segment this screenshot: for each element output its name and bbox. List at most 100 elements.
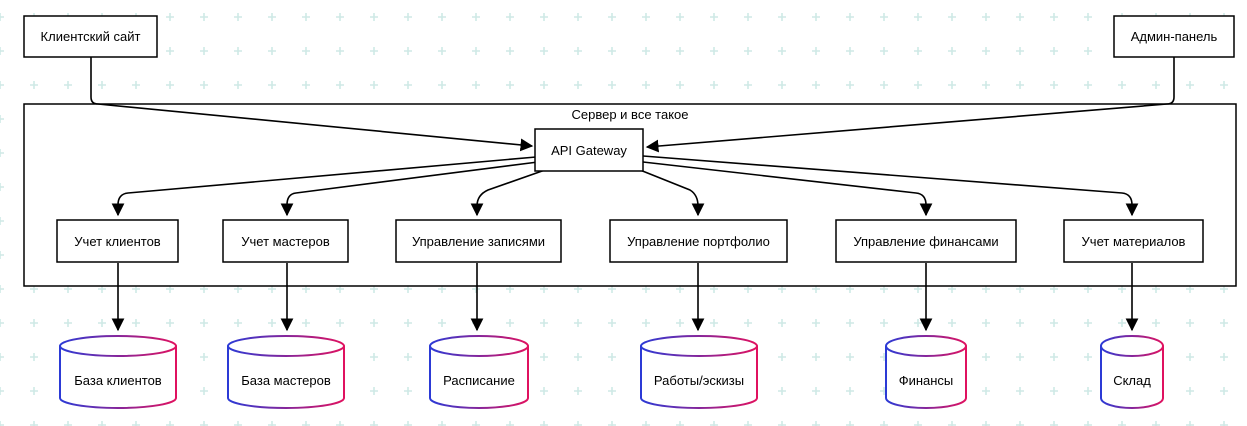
service-label-4: Управление портфолио (627, 234, 770, 249)
grid-plus-mark (438, 13, 446, 21)
grid-plus-mark (336, 47, 344, 55)
grid-plus-mark (1084, 319, 1092, 327)
grid-plus-mark (642, 421, 650, 426)
grid-plus-mark (404, 81, 412, 89)
grid-plus-mark (1084, 81, 1092, 89)
grid-plus-mark (608, 421, 616, 426)
grid-plus-mark (812, 47, 820, 55)
database-label-6: Склад (1113, 373, 1151, 388)
grid-plus-mark (370, 13, 378, 21)
grid-plus-mark (642, 319, 650, 327)
grid-plus-mark (1050, 319, 1058, 327)
grid-plus-mark (880, 13, 888, 21)
grid-plus-mark (540, 47, 548, 55)
grid-plus-mark (1016, 47, 1024, 55)
grid-plus-mark (914, 13, 922, 21)
service-box-5 (835, 219, 1017, 263)
database-label-2: База мастеров (241, 373, 331, 388)
grid-plus-mark (1220, 319, 1228, 327)
grid-plus-mark (1016, 353, 1024, 361)
grid-plus-mark (370, 421, 378, 426)
grid-plus-mark (200, 319, 208, 327)
grid-plus-mark (302, 319, 310, 327)
grid-plus-mark (302, 47, 310, 55)
grid-plus-mark (948, 13, 956, 21)
grid-plus-mark (608, 387, 616, 395)
grid-plus-mark (574, 81, 582, 89)
grid-plus-mark (744, 13, 752, 21)
grid-plus-mark (778, 13, 786, 21)
grid-plus-mark (1016, 13, 1024, 21)
grid-plus-mark (846, 81, 854, 89)
grid-plus-mark (540, 13, 548, 21)
grid-plus-mark (336, 81, 344, 89)
grid-plus-mark (132, 81, 140, 89)
edge-gateway-to-svc-3 (470, 169, 546, 217)
grid-plus-mark (676, 81, 684, 89)
database-label-1: База клиентов (74, 373, 162, 388)
grid-plus-mark (540, 421, 548, 426)
grid-plus-mark (608, 47, 616, 55)
admin-panel-box (1113, 15, 1235, 58)
grid-plus-mark (472, 421, 480, 426)
grid-plus-mark (404, 13, 412, 21)
grid-plus-mark (948, 47, 956, 55)
grid-plus-mark (370, 353, 378, 361)
grid-plus-mark (812, 421, 820, 426)
grid-plus-mark (778, 47, 786, 55)
grid-plus-mark (1186, 353, 1194, 361)
grid-plus-mark (1186, 387, 1194, 395)
grid-plus-mark (1220, 81, 1228, 89)
grid-plus-mark (710, 47, 718, 55)
grid-plus-mark (812, 13, 820, 21)
grid-plus-mark (506, 319, 514, 327)
grid-plus-mark (1152, 421, 1160, 426)
api-gateway-box (534, 128, 644, 172)
grid-plus-mark (404, 421, 412, 426)
grid-plus-mark (540, 387, 548, 395)
grid-plus-mark (744, 421, 752, 426)
grid-plus-mark (132, 319, 140, 327)
grid-plus-mark (472, 47, 480, 55)
grid-plus-mark (608, 353, 616, 361)
database-cylinder-1 (59, 335, 177, 409)
grid-plus-mark (914, 81, 922, 89)
edge-gateway-to-svc-1 (111, 156, 537, 217)
grid-plus-mark (982, 319, 990, 327)
grid-plus-mark (982, 47, 990, 55)
grid-plus-mark (268, 421, 276, 426)
grid-plus-mark (1050, 421, 1058, 426)
grid-plus-mark (268, 81, 276, 89)
grid-plus-mark (30, 81, 38, 89)
grid-plus-mark (404, 47, 412, 55)
grid-plus-mark (0, 217, 4, 225)
grid-plus-mark (1186, 81, 1194, 89)
grid-plus-mark (472, 81, 480, 89)
grid-plus-mark (64, 421, 72, 426)
service-box-6 (1063, 219, 1204, 263)
grid-plus-mark (982, 421, 990, 426)
grid-plus-mark (302, 13, 310, 21)
grid-plus-mark (982, 353, 990, 361)
grid-plus-mark (1016, 387, 1024, 395)
service-box-2 (222, 219, 349, 263)
grid-plus-mark (302, 421, 310, 426)
grid-plus-mark (574, 47, 582, 55)
grid-plus-mark (642, 13, 650, 21)
grid-plus-mark (1118, 319, 1126, 327)
edge-admin-to-gateway (645, 57, 1175, 153)
grid-plus-mark (166, 81, 174, 89)
grid-plus-mark (676, 47, 684, 55)
grid-plus-mark (914, 421, 922, 426)
grid-plus-mark (744, 47, 752, 55)
grid-plus-mark (1050, 353, 1058, 361)
grid-plus-mark (676, 13, 684, 21)
grid-plus-mark (1016, 319, 1024, 327)
database-label-5: Финансы (899, 373, 954, 388)
grid-plus-mark (234, 81, 242, 89)
grid-plus-mark (0, 183, 4, 191)
grid-plus-mark (30, 353, 38, 361)
grid-plus-mark (778, 387, 786, 395)
grid-plus-mark (404, 319, 412, 327)
